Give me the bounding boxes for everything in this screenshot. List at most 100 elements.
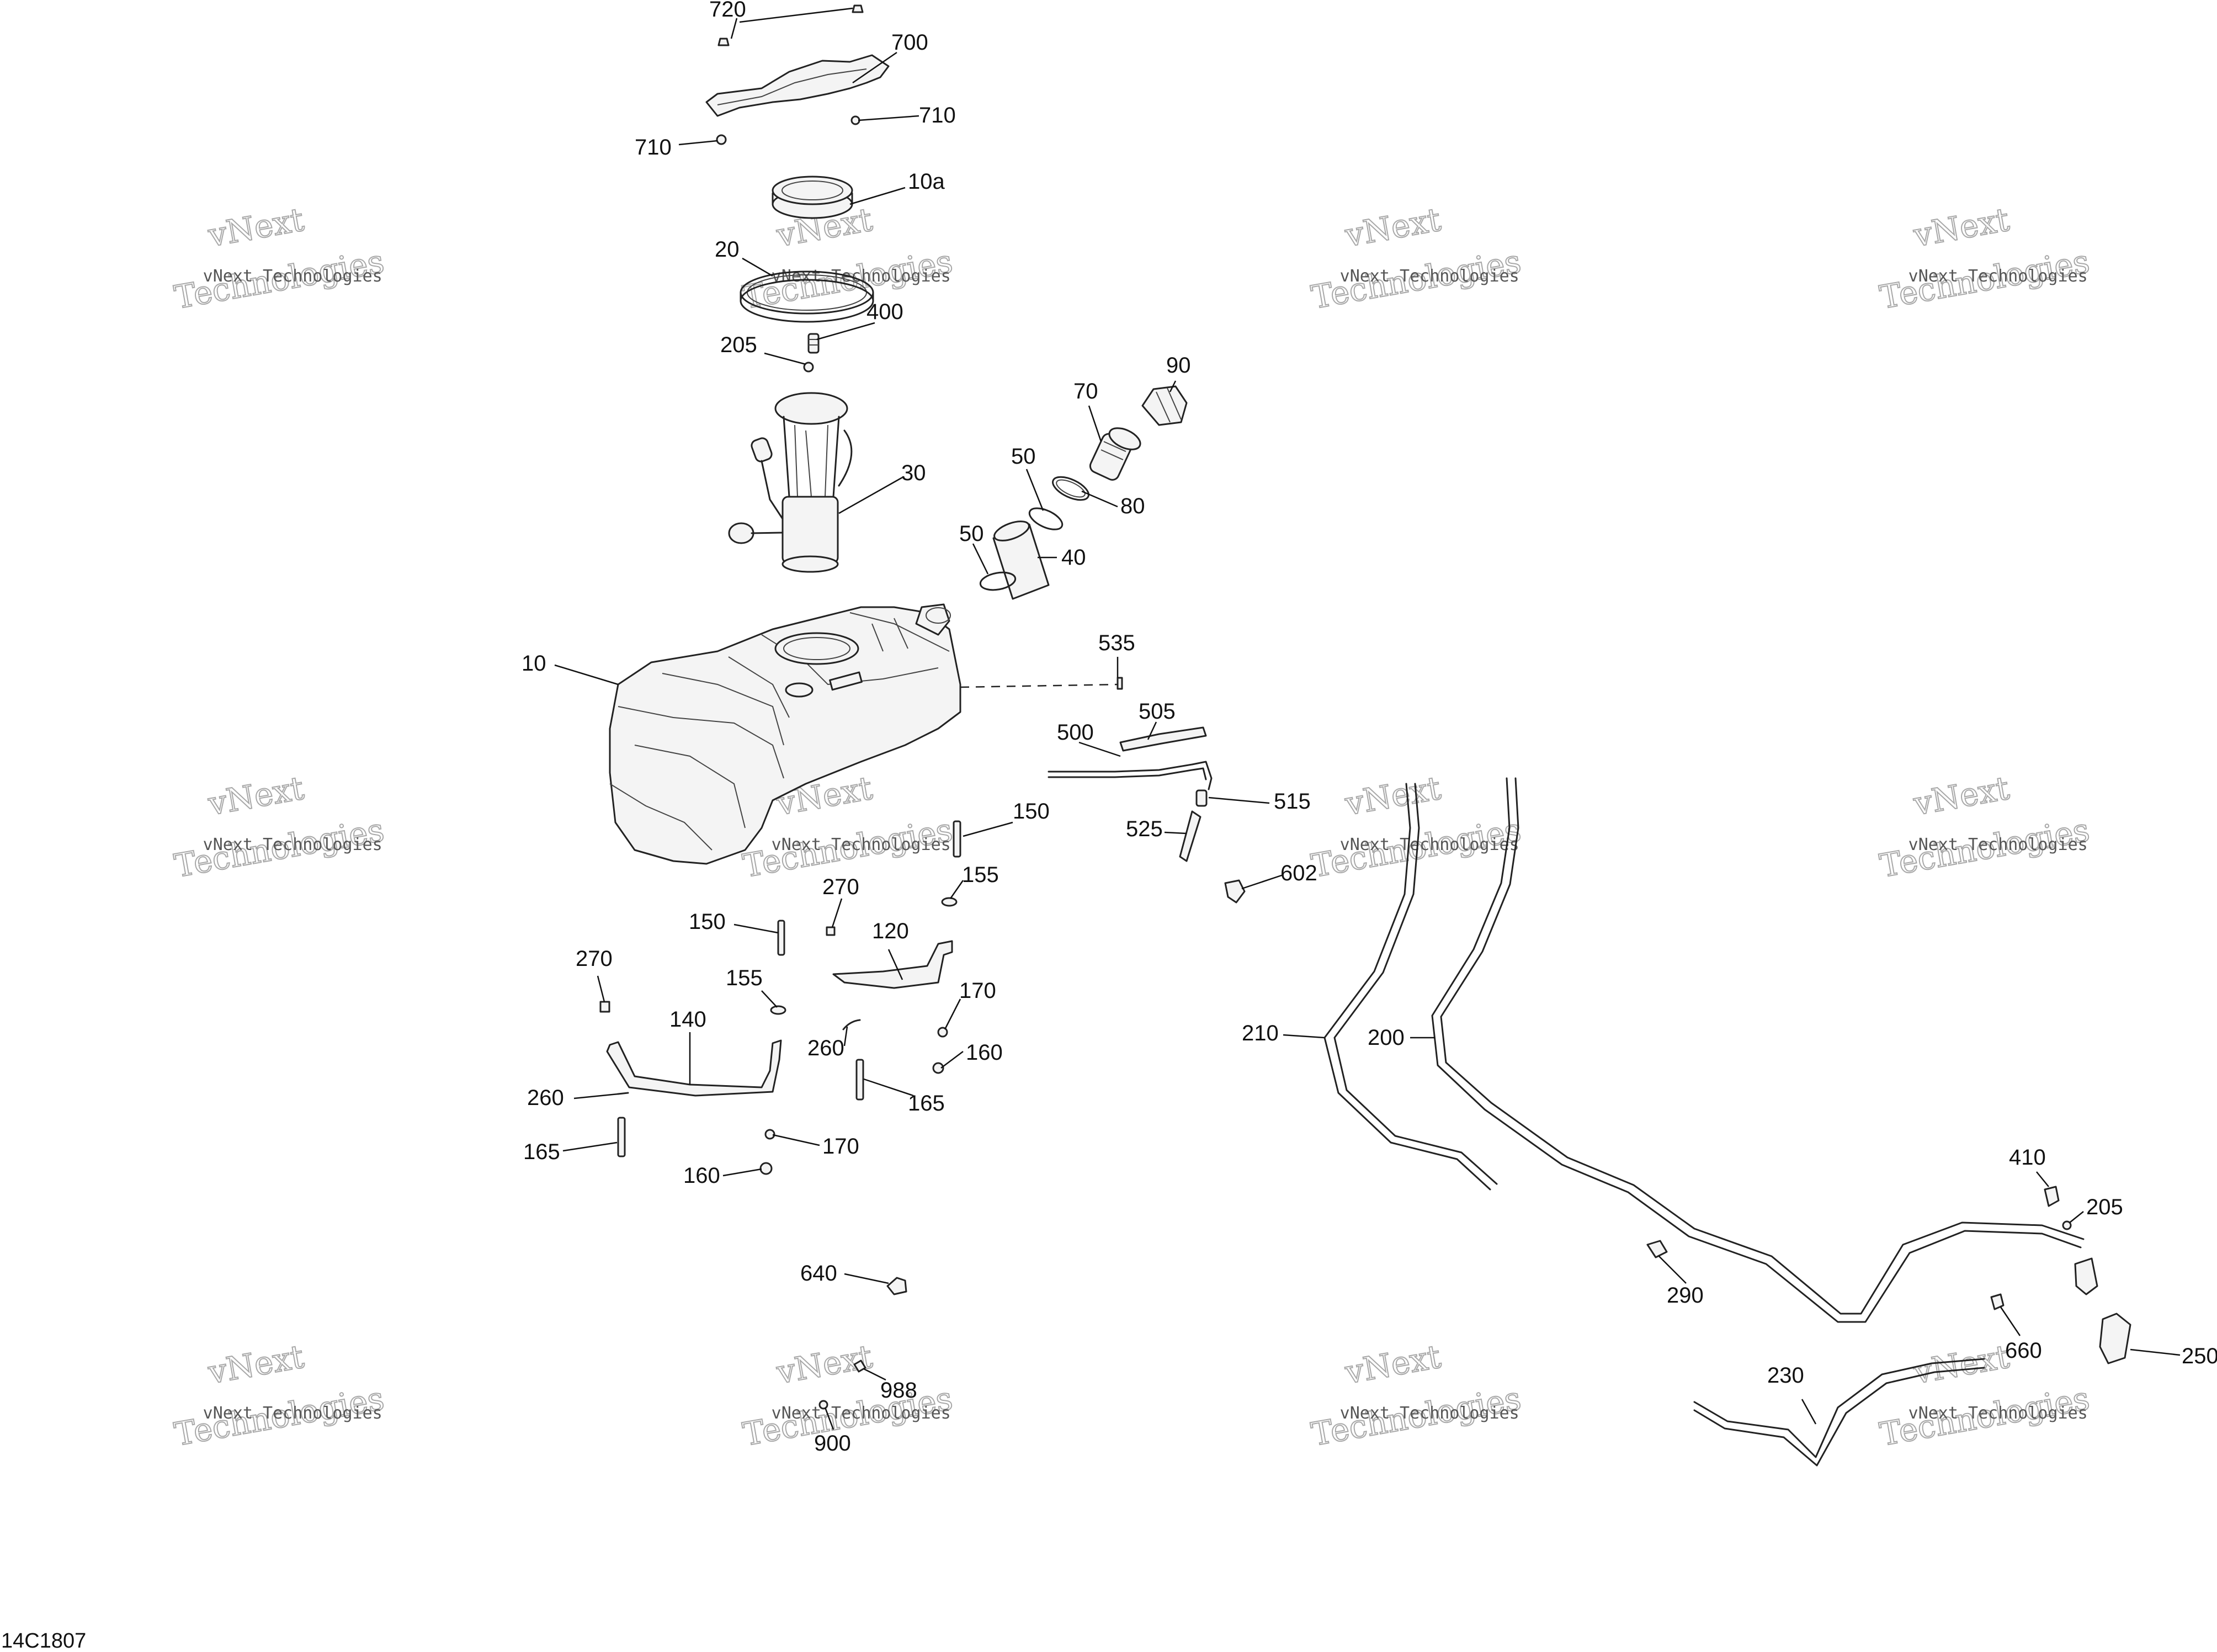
- spring-270-right: [826, 926, 836, 936]
- pin-260-right: [842, 1019, 861, 1030]
- pin-260-left: [617, 1092, 629, 1095]
- clip-660: [1990, 1293, 2005, 1310]
- callout-140: 140: [669, 1007, 706, 1032]
- fuel-line-230: [1693, 1358, 1985, 1467]
- callout-710-right: 710: [919, 103, 956, 128]
- fitting-410: [2044, 1186, 2060, 1207]
- watermark-brand: vNext: [1910, 769, 2012, 822]
- fitting-400: [807, 333, 820, 354]
- clamp-80: [1052, 476, 1089, 501]
- callout-640: 640: [800, 1261, 837, 1286]
- callout-602: 602: [1280, 861, 1317, 885]
- bolt-150-right: [953, 820, 961, 858]
- strap-120: [832, 940, 953, 989]
- callout-50-upper: 50: [1011, 444, 1036, 469]
- callout-80: 80: [1120, 494, 1145, 518]
- washer-155-left: [770, 1005, 786, 1015]
- watermark-brand: vNext: [1910, 200, 2012, 254]
- callout-260-right: 260: [807, 1036, 844, 1060]
- clip-640: [886, 1277, 907, 1295]
- hose-505: [1119, 726, 1207, 752]
- callout-525: 525: [1126, 817, 1163, 841]
- callout-210: 210: [1242, 1021, 1279, 1045]
- callout-155-left: 155: [726, 966, 763, 990]
- callout-170-right: 170: [959, 979, 996, 1003]
- label-900: [818, 1400, 828, 1410]
- nut-160-right: [932, 1062, 944, 1074]
- callout-200: 200: [1368, 1026, 1405, 1050]
- callout-160-left: 160: [683, 1164, 720, 1188]
- callout-50-lower: 50: [959, 522, 984, 546]
- fuel-pump-30: [728, 392, 853, 573]
- clamp-50-upper: [1028, 507, 1064, 530]
- callout-270-right: 270: [822, 875, 859, 899]
- watermark-brand: vNext: [205, 1337, 306, 1391]
- ring-nut-10a: [772, 176, 853, 219]
- callout-20: 20: [715, 237, 740, 262]
- callout-900: 900: [814, 1431, 851, 1456]
- o-ring-205-bottom: [2062, 1220, 2072, 1230]
- watermark-brand: vNext: [205, 769, 306, 822]
- watermark-line1: vNext Technologies: [1908, 267, 2088, 286]
- callout-988: 988: [880, 1378, 917, 1403]
- callout-10a: 10a: [908, 169, 945, 194]
- bolt-720-left: [717, 38, 730, 46]
- hose-end-260-right: [2074, 1257, 2098, 1295]
- diagram-code: 14C1807: [1, 1629, 86, 1652]
- callout-410: 410: [2009, 1145, 2046, 1170]
- hose-40: [992, 520, 1050, 600]
- callout-270-left: 270: [576, 947, 613, 971]
- watermark-brand: vNext: [1342, 1337, 1443, 1391]
- callout-40: 40: [1061, 545, 1086, 570]
- callout-720: 720: [709, 0, 746, 22]
- o-ring-205-top: [803, 362, 814, 373]
- callout-155-right: 155: [962, 863, 999, 887]
- watermark-brand: vNext: [1342, 200, 1443, 254]
- watermark-line1: vNext Technologies: [772, 267, 951, 286]
- callout-160-right: 160: [966, 1040, 1003, 1065]
- nut-170-right: [937, 1027, 948, 1038]
- hose-500: [1048, 761, 1213, 790]
- callout-500: 500: [1057, 720, 1094, 745]
- bolt-165-left: [617, 1117, 626, 1157]
- callout-10: 10: [522, 651, 546, 676]
- callout-535: 535: [1098, 631, 1135, 655]
- callout-165-right: 165: [908, 1091, 945, 1116]
- strap-140: [606, 1039, 782, 1097]
- clamp-50-lower: [979, 571, 1017, 591]
- watermark-line1: vNext Technologies: [1908, 835, 2088, 854]
- callout-30: 30: [901, 461, 926, 485]
- nut-160-left: [759, 1162, 773, 1175]
- watermark-line1: vNext Technologies: [1340, 267, 1519, 286]
- watermark-line1: vNext Technologies: [1340, 1404, 1519, 1423]
- fuel-tank-10: [609, 603, 961, 865]
- watermark-line1: vNext Technologies: [1908, 1404, 2088, 1423]
- callout-710-left: 710: [635, 135, 672, 160]
- callout-70: 70: [1073, 379, 1098, 403]
- nut-170-left: [764, 1129, 775, 1140]
- callout-505: 505: [1139, 699, 1176, 724]
- valve-515: [1195, 789, 1208, 807]
- callout-250: 250: [2182, 1344, 2217, 1368]
- filler-neck-70: [1089, 427, 1141, 481]
- callout-205-bottom: 205: [2086, 1195, 2123, 1219]
- clip-602: [1224, 879, 1246, 904]
- watermark-line1: vNext Technologies: [772, 835, 951, 854]
- vent-line: [960, 683, 1121, 688]
- watermark-line1: vNext Technologies: [203, 835, 382, 854]
- callout-260-left: 260: [527, 1086, 564, 1110]
- washer-155-right: [941, 897, 958, 907]
- callout-400: 400: [866, 300, 903, 324]
- bracket-700: [705, 54, 890, 117]
- callout-150-left: 150: [689, 910, 726, 934]
- watermark-line1: vNext Technologies: [1340, 835, 1519, 854]
- gasket-20: [740, 270, 874, 323]
